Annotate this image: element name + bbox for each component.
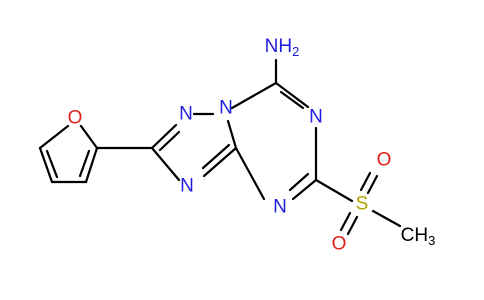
methyl-label: CH3: [401, 225, 436, 248]
bond-furan-c5-o: [79, 124, 99, 150]
bond-s-o-bottom-2: [346, 215, 359, 236]
sulfur-label: S: [356, 194, 369, 215]
bond-c5-s: [314, 178, 354, 203]
methyl-label-main: CH: [401, 225, 428, 246]
methyl-label-subscript: 3: [428, 233, 435, 248]
bonds: [38, 58, 402, 236]
furan-oxygen-label: O: [68, 108, 83, 129]
bond-n4-c2: [150, 146, 181, 182]
triazole-n2-label: N: [219, 98, 233, 119]
bond-c5-n4b: [291, 178, 318, 201]
triazole-n4-label: N: [180, 176, 194, 197]
triazine-n-bottom-label: N: [273, 197, 287, 218]
bond-s-ch3: [371, 209, 402, 228]
bond-n2-c8a: [226, 119, 238, 150]
bond-c2-n1: [150, 123, 178, 150]
amine-label: NH2: [265, 36, 300, 59]
bond-s-o-top: [366, 174, 379, 195]
triazine-n-top-label: N: [309, 107, 323, 128]
bond-c5-n4b-inner: [288, 172, 310, 192]
bond-c7-n6: [274, 81, 310, 109]
bond-c7-n6-inner: [279, 90, 305, 110]
bond-s-o-top-2: [359, 171, 372, 192]
atom-labels: O N N N N N NH2 S O O CH3: [68, 36, 436, 255]
bond-furan-c4-c5-inner: [78, 149, 91, 178]
triazole-n1-label: N: [179, 104, 193, 125]
sulfonyl-oxygen-top-label: O: [377, 150, 392, 171]
bond-c8a-n4: [202, 146, 238, 178]
bond-furan-c4-c5: [84, 146, 99, 184]
sulfonyl-oxygen-bottom-label: O: [332, 234, 347, 255]
bond-furan-c2-c3-inner: [45, 149, 59, 179]
bond-furan-o-c2: [38, 124, 70, 150]
bond-n4b-c8a: [234, 146, 266, 201]
bond-c2-n1-inner: [158, 130, 181, 152]
amine-label-main: NH: [265, 36, 292, 57]
amine-label-subscript: 2: [292, 44, 299, 59]
bond-s-o-bottom: [339, 211, 352, 232]
bond-furan-c2-c3: [38, 146, 54, 184]
bond-n2-c7: [230, 81, 278, 110]
bond-c8a-n4-inner: [201, 143, 231, 170]
